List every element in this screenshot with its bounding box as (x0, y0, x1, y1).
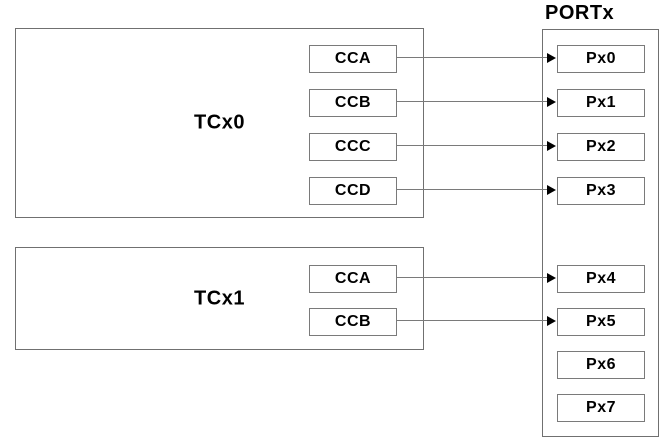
arrow-right-icon (547, 97, 556, 107)
port-title: PORTx (545, 2, 615, 24)
connector-line-cca0-px0 (396, 57, 547, 58)
tcx0-channel-ccd: CCD (309, 177, 397, 205)
port-pin-px2: Px2 (557, 133, 645, 161)
arrow-right-icon (547, 316, 556, 326)
connector-line-cca1-px4 (396, 277, 547, 278)
tcx1-channel-cca: CCA (309, 265, 397, 293)
connector-line-ccb0-px1 (396, 101, 547, 102)
block-tcx1-label: TCx1 (194, 287, 245, 309)
block-tcx0-label: TCx0 (194, 111, 245, 134)
block-tcx1: TCx1 CCA CCB (15, 247, 424, 350)
arrow-right-icon (547, 273, 556, 283)
connector-line-ccb1-px5 (396, 320, 547, 321)
tcx0-channel-cca: CCA (309, 45, 397, 73)
port-pin-px4: Px4 (557, 265, 645, 293)
port-pin-px3: Px3 (557, 177, 645, 205)
tcx0-channel-ccc: CCC (309, 133, 397, 161)
block-tcx0: TCx0 CCA CCB CCC CCD (15, 28, 424, 218)
port-pin-px7: Px7 (557, 394, 645, 422)
port-pin-px1: Px1 (557, 89, 645, 117)
connector-line-ccc0-px2 (396, 145, 547, 146)
tcx1-channel-ccb: CCB (309, 308, 397, 336)
arrow-right-icon (547, 53, 556, 63)
arrow-right-icon (547, 185, 556, 195)
port-pin-px6: Px6 (557, 351, 645, 379)
arrow-right-icon (547, 141, 556, 151)
port-pin-px0: Px0 (557, 45, 645, 73)
tcx0-channel-ccb: CCB (309, 89, 397, 117)
block-portx: Px0 Px1 Px2 Px3 Px4 Px5 Px6 Px7 (542, 29, 659, 437)
connector-line-ccd0-px3 (396, 189, 547, 190)
port-pin-px5: Px5 (557, 308, 645, 336)
